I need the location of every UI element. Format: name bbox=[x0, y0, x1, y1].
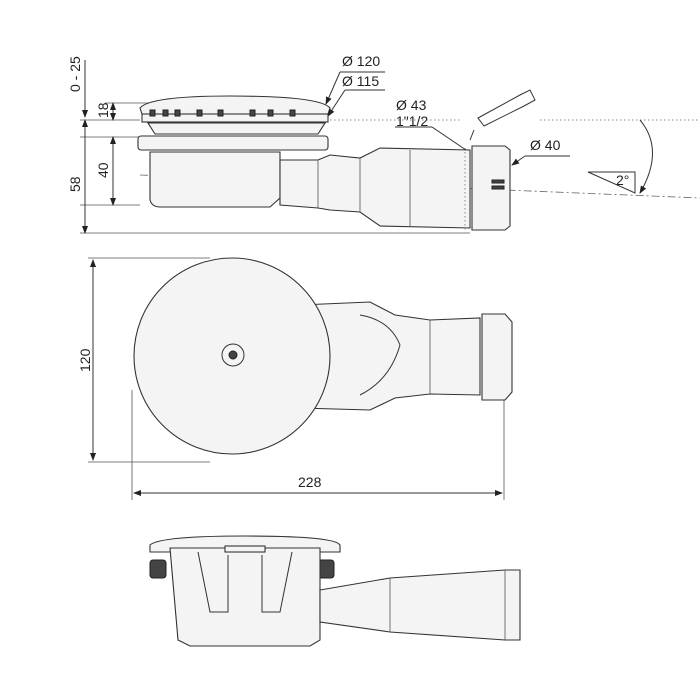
outlet-nut bbox=[471, 145, 511, 231]
dim-grate-diameter-120: Ø 120 bbox=[342, 53, 380, 69]
center-screw bbox=[221, 343, 245, 367]
drain-body bbox=[149, 151, 281, 208]
dim-height-40: 40 bbox=[95, 162, 111, 178]
slope-indicator: 2° bbox=[587, 119, 653, 194]
grate-slots bbox=[149, 109, 296, 117]
dim-length-228: 228 bbox=[298, 474, 322, 490]
dim-thread-size: 1"1/2 bbox=[396, 113, 428, 129]
dim-grate-diameter-115: Ø 115 bbox=[342, 73, 379, 89]
outlet-pipe-top bbox=[299, 301, 481, 411]
outlet-nut-top bbox=[481, 313, 513, 401]
dim-height-58: 58 bbox=[67, 176, 83, 192]
grate-cap bbox=[139, 95, 331, 115]
hacksaw-icon bbox=[469, 89, 536, 141]
section-outlet-pipe bbox=[319, 569, 521, 641]
dim-adjust-range: 0 - 25 bbox=[67, 56, 83, 92]
outlet-pipe bbox=[279, 147, 471, 229]
body-flange bbox=[137, 135, 329, 151]
dim-height-18: 18 bbox=[95, 102, 111, 118]
side-view: 0 - 25 18 40 58 bbox=[67, 53, 700, 234]
top-view: 120 228 bbox=[77, 257, 513, 500]
dim-slope-angle: 2° bbox=[616, 172, 629, 188]
dim-outlet-diameter-40: Ø 40 bbox=[530, 137, 561, 153]
dim-width-120: 120 bbox=[77, 348, 93, 372]
dim-outlet-diameter-43: Ø 43 bbox=[396, 97, 427, 113]
section-view bbox=[149, 535, 521, 647]
